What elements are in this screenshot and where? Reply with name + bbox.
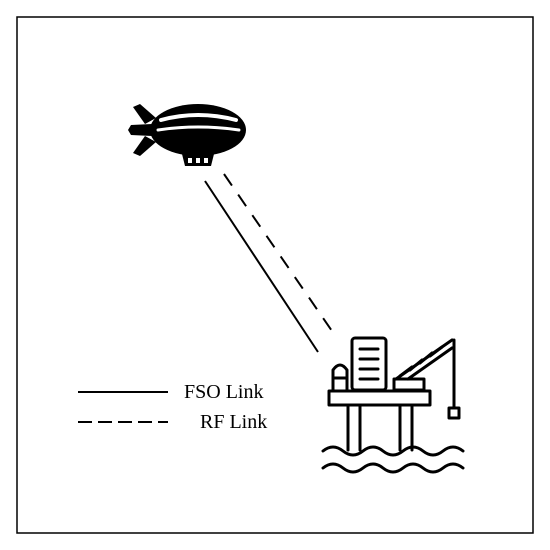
offshore-platform-icon: [321, 336, 465, 474]
rf-link-line: [223, 173, 335, 335]
diagram-frame: [16, 16, 534, 534]
fso-link-line: [204, 180, 319, 353]
airship-icon: [128, 104, 246, 166]
legend-rf-label: RF Link: [200, 411, 267, 433]
legend: FSO Link RF Link: [78, 381, 267, 433]
legend-fso-label: FSO Link: [184, 381, 263, 403]
